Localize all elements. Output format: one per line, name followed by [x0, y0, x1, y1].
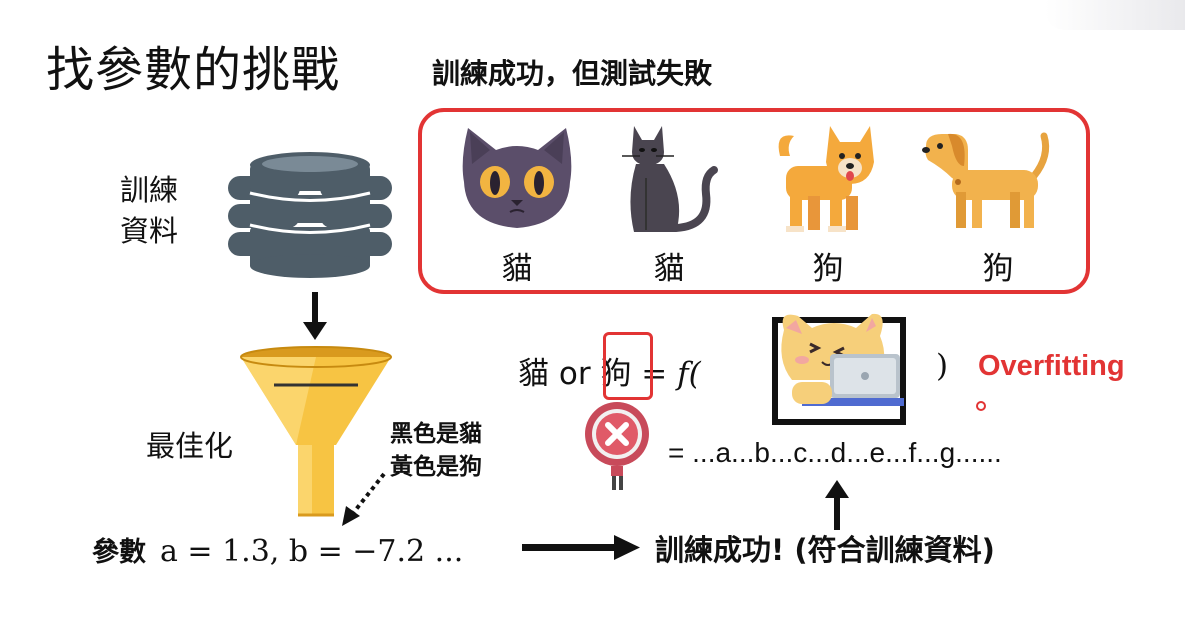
overfitting-label: Overfitting	[978, 350, 1125, 382]
learned-rule: 黑色是貓 黃色是狗	[390, 418, 482, 484]
database-icon	[228, 152, 392, 278]
training-data-label: 訓練 資料	[120, 170, 200, 252]
animal-label-3: 狗	[812, 251, 844, 287]
training-data-label-line2: 資料	[120, 214, 179, 248]
or-word: or	[558, 356, 591, 392]
slide-title: 找參數的挑戰	[46, 42, 341, 98]
animal-label-1: 貓	[501, 251, 533, 287]
standing-dog-icon	[778, 126, 874, 232]
optimization-label: 最佳化	[146, 429, 234, 463]
dog-highlight-box	[603, 332, 653, 400]
dotted-arrow-icon	[342, 472, 386, 526]
parameters-line: 參數 a = 1.3, b = −7.2 ...	[92, 530, 463, 569]
training-data-label-line1: 訓練	[120, 173, 179, 207]
parameters-label: 參數	[92, 537, 146, 568]
animal-label-4: 狗	[982, 251, 1014, 287]
corner-shade	[1045, 0, 1185, 30]
error-sign-icon	[585, 402, 649, 490]
funnel-icon	[240, 346, 392, 517]
cat-laptop-image	[772, 313, 906, 425]
parameters-expression: a = 1.3, b = −7.2 ...	[160, 534, 464, 569]
learned-rule-line2: 黃色是狗	[390, 454, 482, 480]
animal-label-2: 貓	[653, 251, 685, 287]
slide-subtitle: 訓練成功，但測試失敗	[432, 57, 713, 90]
training-examples-frame	[418, 108, 1090, 294]
cat-face-icon	[462, 128, 572, 228]
close-paren: )	[936, 348, 949, 384]
right-arrow-icon	[522, 535, 640, 560]
down-arrow-icon	[303, 292, 327, 340]
learned-rule-line1: 黑色是貓	[390, 421, 482, 447]
side-dog-icon	[922, 132, 1050, 228]
parameter-sequence: = ...a...b...c...d...e...f...g......	[668, 437, 1002, 468]
training-success-text: 訓練成功! (符合訓練資料)	[655, 533, 995, 567]
up-arrow-icon	[825, 480, 849, 530]
cursor-dot	[976, 401, 986, 411]
sitting-cat-icon	[622, 126, 718, 232]
cat-word: 貓	[518, 356, 549, 392]
